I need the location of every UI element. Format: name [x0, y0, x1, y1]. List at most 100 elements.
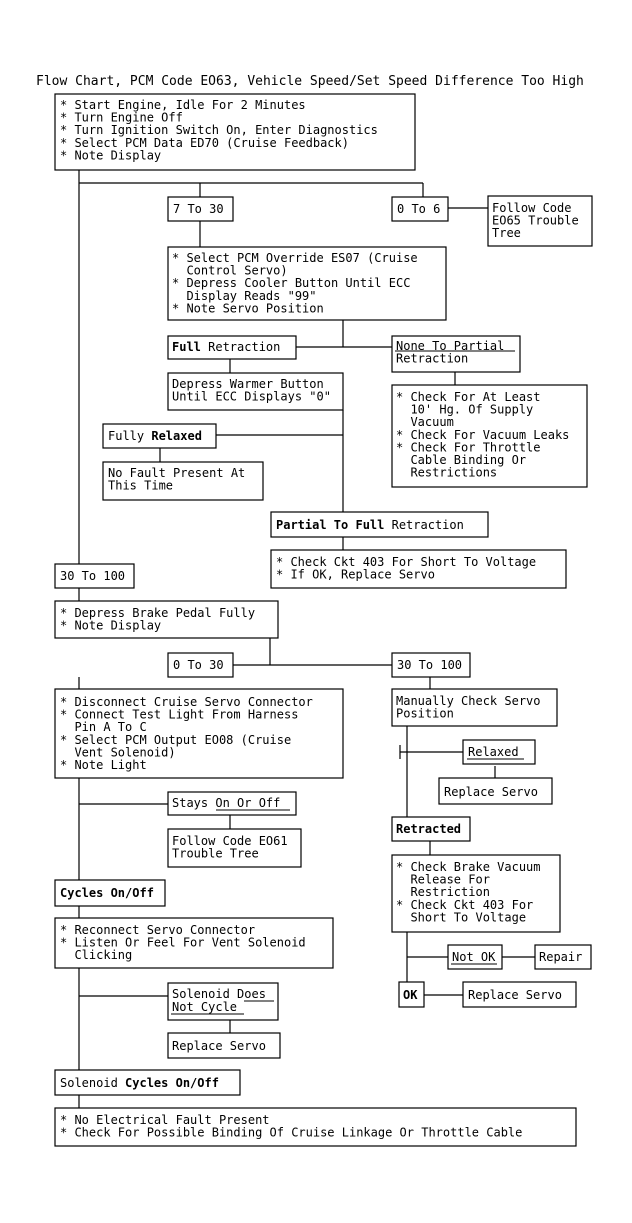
depressWarmer-line: Depress Warmer Button	[172, 377, 324, 391]
step2-line: * Note Servo Position	[172, 301, 324, 315]
step2-line: Display Reads "99"	[172, 289, 317, 303]
svg-text:Solenoid Does: Solenoid Does	[172, 987, 266, 1001]
check-ckt-403-box: * Check Ckt 403 For Short To Voltage* If…	[270, 549, 567, 589]
fully-relaxed: Fully Relaxed	[102, 423, 217, 449]
checkBrakeVac-line: Short To Voltage	[396, 910, 526, 924]
svg-text:Not Cycle: Not Cycle	[172, 1000, 237, 1014]
step2-line: Control Servo)	[172, 264, 288, 278]
step-box-reconnect: * Reconnect Servo Connector* Listen Or F…	[54, 917, 334, 969]
range-30-to-100-b: 30 To 100	[391, 652, 471, 678]
svg-text:Solenoid Cycles On/Off: Solenoid Cycles On/Off	[60, 1076, 219, 1090]
noFault-line: No Fault Present At	[108, 466, 245, 480]
step5-line: * Listen Or Feel For Vent Solenoid	[60, 936, 306, 950]
checkCkt403a-line: * Check Ckt 403 For Short To Voltage	[276, 555, 536, 569]
step2-line: * Select PCM Override ES07 (Cruise	[172, 251, 418, 265]
range-0-to-6: 0 To 6	[391, 196, 449, 222]
connectors	[78, 170, 535, 1108]
not-ok: Not OK	[447, 944, 503, 970]
retracted: Retracted	[391, 816, 471, 842]
svg-text:Not OK: Not OK	[452, 950, 496, 964]
replace-servo-1: Replace Servo	[438, 777, 553, 805]
chart-title: Flow Chart, PCM Code EO63, Vehicle Speed…	[36, 74, 584, 89]
check-brake-vacuum-box: * Check Brake Vacuum Release For Restric…	[391, 854, 561, 933]
step3-line: * Depress Brake Pedal Fully	[60, 606, 255, 620]
svg-text:OK: OK	[403, 988, 418, 1002]
follow65-line: EO65 Trouble	[492, 214, 579, 228]
checkBrakeVac-line: * Check Brake Vacuum	[396, 860, 541, 874]
range-0-to-30: 0 To 30	[167, 652, 234, 678]
solenoid-does-not-cycle: Solenoid Does Not Cycle	[167, 982, 279, 1021]
repair: Repair	[534, 944, 592, 970]
checkVac-line: * Check For At Least	[396, 390, 541, 404]
final-box: * No Electrical Fault Present* Check For…	[54, 1107, 577, 1147]
checkBrakeVac-line: * Check Ckt 403 For	[396, 898, 533, 912]
step1-line: * Turn Engine Off	[60, 111, 183, 125]
step4-line: * Disconnect Cruise Servo Connector	[60, 695, 313, 709]
noFault-line: This Time	[108, 479, 173, 493]
step4-line: Pin A To C	[60, 720, 147, 734]
replace-servo-3: Replace Servo	[167, 1032, 281, 1059]
checkBrakeVac-line: Restriction	[396, 885, 490, 899]
noneToPartial-line: None To Partial	[396, 339, 504, 353]
step4-line: * Select PCM Output EO08 (Cruise	[60, 733, 291, 747]
step-box-disconnect: * Disconnect Cruise Servo Connector* Con…	[54, 688, 344, 779]
step4-line: * Connect Test Light From Harness	[60, 708, 298, 722]
checkVac-line: * Check For Vacuum Leaks	[396, 428, 569, 442]
step1-line: * Select PCM Data ED70 (Cruise Feedback)	[60, 136, 349, 150]
svg-text:Replace Servo: Replace Servo	[468, 988, 562, 1002]
svg-text:Replace Servo: Replace Servo	[444, 785, 538, 799]
manualCheck-line: Position	[396, 707, 454, 721]
manualCheck-line: Manually Check Servo	[396, 694, 541, 708]
step4-line: Vent Solenoid)	[60, 745, 176, 759]
svg-text:30 To 100: 30 To 100	[397, 658, 462, 672]
step2-line: * Depress Cooler Button Until ECC	[172, 276, 410, 290]
follow61-line: Trouble Tree	[172, 847, 259, 861]
partial-to-full-retraction: Partial To Full Retraction	[270, 511, 489, 538]
follow65-line: Follow Code	[492, 201, 571, 215]
follow61-line: Follow Code EO61	[172, 834, 288, 848]
svg-text:Partial To Full Retraction: Partial To Full Retraction	[276, 518, 464, 532]
svg-text:Retracted: Retracted	[396, 822, 461, 836]
depressWarmer-line: Until ECC Displays "0"	[172, 390, 331, 404]
step4-line: * Note Light	[60, 758, 147, 772]
replace-servo-2: Replace Servo	[462, 981, 577, 1008]
svg-text:Repair: Repair	[539, 950, 582, 964]
checkVac-line: Restrictions	[396, 466, 497, 480]
svg-text:Full Retraction: Full Retraction	[172, 340, 280, 354]
final-line: * No Electrical Fault Present	[60, 1113, 270, 1127]
noneToPartial-line: Retraction	[396, 352, 468, 366]
svg-text:7 To 30: 7 To 30	[173, 202, 224, 216]
cycles-on-off: Cycles On/Off	[54, 879, 166, 907]
final-line: * Check For Possible Binding Of Cruise L…	[60, 1126, 522, 1140]
follow65-line: Tree	[492, 226, 521, 240]
svg-text:Cycles On/Off: Cycles On/Off	[60, 886, 154, 900]
svg-text:Stays On Or Off: Stays On Or Off	[172, 796, 280, 810]
svg-text:Replace Servo: Replace Servo	[172, 1039, 266, 1053]
svg-text:Fully Relaxed: Fully Relaxed	[108, 429, 202, 443]
svg-text:Relaxed: Relaxed	[468, 745, 519, 759]
ok: OK	[398, 981, 425, 1008]
step-box-start: * Start Engine, Idle For 2 Minutes* Turn…	[54, 93, 416, 171]
checkVac-line: Cable Binding Or	[396, 453, 526, 467]
checkCkt403a-line: * If OK, Replace Servo	[276, 568, 435, 582]
range-7-to-30: 7 To 30	[167, 196, 234, 222]
checkVac-line: * Check For Throttle	[396, 440, 541, 454]
range-30-to-100-a: 30 To 100	[54, 563, 135, 589]
step5-line: * Reconnect Servo Connector	[60, 923, 255, 937]
step1-line: * Start Engine, Idle For 2 Minutes	[60, 98, 306, 112]
full-retraction: Full Retraction	[167, 335, 297, 360]
svg-text:0 To 30: 0 To 30	[173, 658, 224, 672]
svg-text:30 To 100: 30 To 100	[60, 569, 125, 583]
checkBrakeVac-line: Release For	[396, 873, 490, 887]
step-box-override: * Select PCM Override ES07 (Cruise Contr…	[167, 246, 447, 321]
step5-line: Clicking	[60, 948, 132, 962]
stays-on-or-off: Stays On Or Off	[167, 791, 297, 816]
checkVac-line: 10' Hg. Of Supply	[396, 403, 533, 417]
step1-line: * Turn Ignition Switch On, Enter Diagnos…	[60, 123, 378, 137]
